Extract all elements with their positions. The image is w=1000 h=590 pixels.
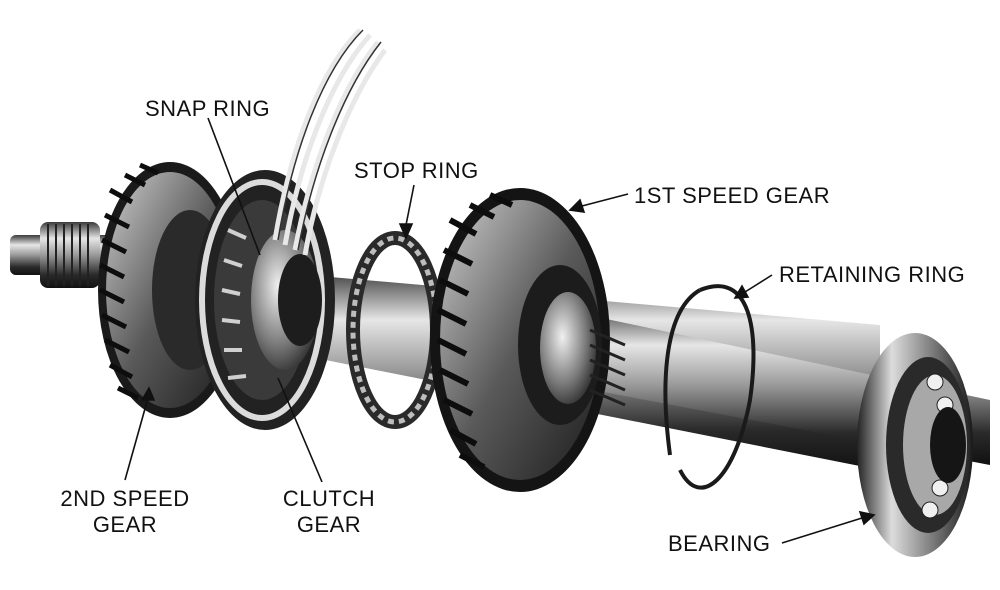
leader-snap-ring [207, 117, 261, 256]
leader-first-speed-gear [581, 193, 629, 207]
label-second-speed-gear: 2ND SPEED GEAR [55, 486, 195, 538]
first-speed-gear [430, 188, 626, 492]
label-second-speed-gear-line1: 2ND SPEED [60, 486, 190, 511]
leader-second-speed-gear [124, 397, 149, 481]
label-first-speed-gear: 1ST SPEED GEAR [634, 183, 831, 208]
label-bearing: BEARING [668, 531, 771, 556]
label-clutch-gear-line1: CLUTCH [282, 486, 376, 511]
leader-lines [124, 117, 876, 544]
leader-clutch-gear [277, 377, 323, 483]
leader-retaining-ring [744, 274, 773, 293]
label-clutch-gear-line2: GEAR [296, 512, 362, 537]
retaining-ring [663, 284, 756, 490]
label-stop-ring: STOP RING [354, 158, 479, 183]
bearing [857, 333, 973, 557]
leader-bearing [781, 517, 863, 544]
leader-stop-ring [405, 184, 415, 226]
label-second-speed-gear-line2: GEAR [92, 512, 158, 537]
label-clutch-gear: CLUTCH GEAR [274, 486, 384, 538]
wire-bundle [272, 28, 388, 256]
label-snap-ring: SNAP RING [145, 96, 271, 121]
label-retaining-ring: RETAINING RING [779, 262, 966, 287]
